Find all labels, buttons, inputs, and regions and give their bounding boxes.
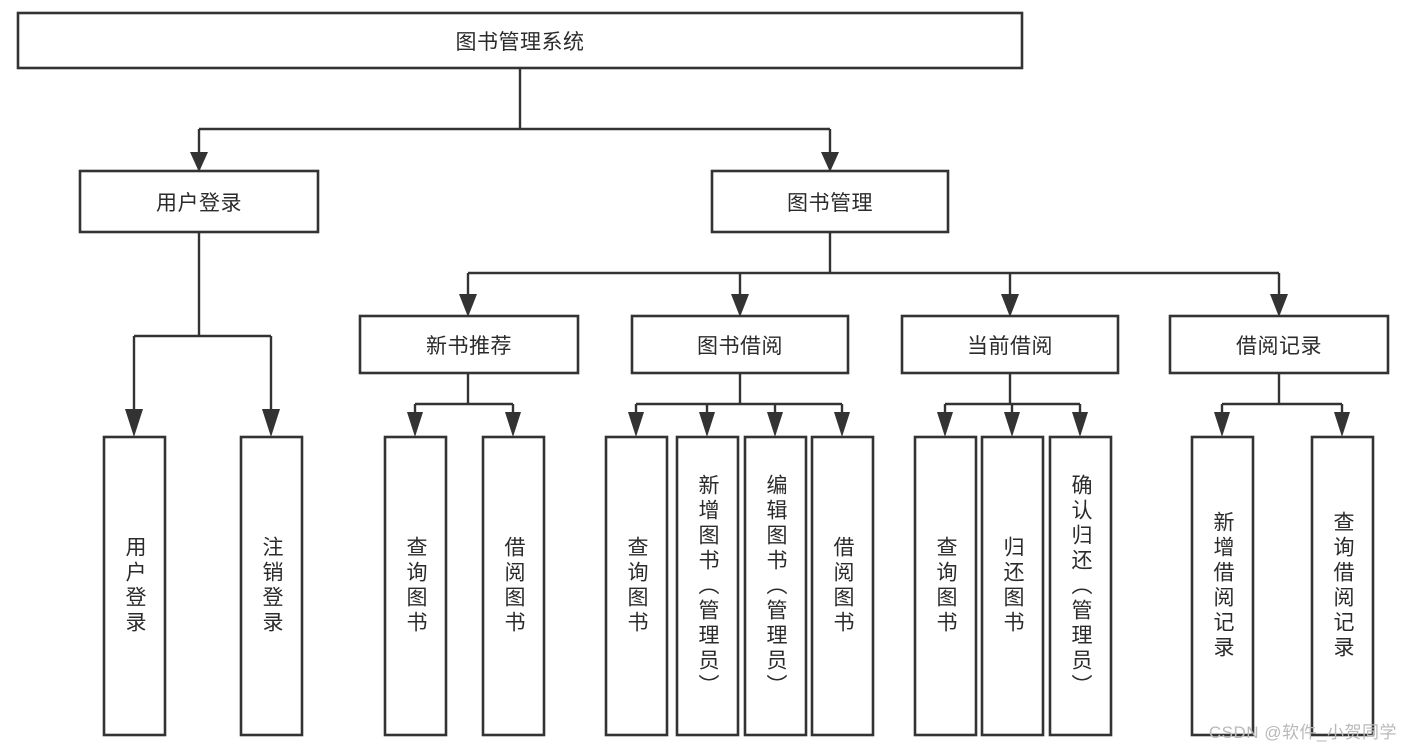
node-box-leaf-9[interactable] bbox=[980, 435, 1045, 737]
node-box-leaf-1[interactable] bbox=[239, 435, 304, 737]
arrow-to-leaf-d2 bbox=[1334, 412, 1350, 437]
arrow-to-borrow-record bbox=[1270, 294, 1288, 317]
arrow-to-book-mgmt bbox=[821, 152, 839, 172]
arrow-to-leaf-user-login bbox=[125, 409, 143, 437]
node-box-leaf-11[interactable] bbox=[1190, 435, 1255, 737]
watermark-text: CSDN @软件_小贺同学 bbox=[1208, 723, 1397, 742]
arrow-to-leaf-c3 bbox=[1072, 412, 1088, 437]
node-box-leaf-7[interactable] bbox=[810, 435, 875, 737]
arrowheads bbox=[125, 152, 1350, 437]
node-box-leaf-6[interactable] bbox=[743, 435, 808, 737]
node-box-borrow-record[interactable] bbox=[1168, 314, 1390, 375]
node-box-user-login[interactable] bbox=[78, 169, 320, 234]
arrow-to-leaf-b3 bbox=[767, 412, 783, 437]
node-box-leaf-12[interactable] bbox=[1310, 435, 1375, 737]
node-box-book-mgmt[interactable] bbox=[710, 169, 950, 234]
arrow-to-current-borrow bbox=[1001, 294, 1019, 317]
node-box-book-borrow[interactable] bbox=[630, 314, 850, 375]
arrow-to-book-borrow bbox=[731, 294, 749, 317]
node-box-leaf-3[interactable] bbox=[481, 435, 546, 737]
arrow-to-new-book-rec bbox=[459, 294, 477, 317]
arrow-to-leaf-logout bbox=[262, 409, 280, 437]
arrow-to-leaf-a2 bbox=[505, 412, 521, 437]
arrow-to-leaf-d1 bbox=[1214, 412, 1230, 437]
node-box-leaf-0[interactable] bbox=[102, 435, 167, 737]
arrow-to-leaf-b4 bbox=[834, 412, 850, 437]
node-box-leaf-10[interactable] bbox=[1048, 435, 1113, 737]
node-box-leaf-4[interactable] bbox=[604, 435, 669, 737]
node-box-leaf-5[interactable] bbox=[675, 435, 740, 737]
node-box-root[interactable] bbox=[16, 11, 1024, 70]
node-box-new-book-rec[interactable] bbox=[358, 314, 580, 375]
arrow-to-leaf-b1 bbox=[628, 412, 644, 437]
node-box-leaf-8[interactable] bbox=[913, 435, 978, 737]
node-boxes bbox=[16, 11, 1390, 737]
node-box-leaf-2[interactable] bbox=[383, 435, 448, 737]
arrow-to-leaf-c1 bbox=[937, 412, 953, 437]
arrow-to-user-login bbox=[190, 152, 208, 172]
arrow-to-leaf-b2 bbox=[699, 412, 715, 437]
node-box-current-borrow[interactable] bbox=[900, 314, 1120, 375]
arrow-to-leaf-c2 bbox=[1004, 412, 1020, 437]
arrow-to-leaf-a1 bbox=[407, 412, 423, 437]
